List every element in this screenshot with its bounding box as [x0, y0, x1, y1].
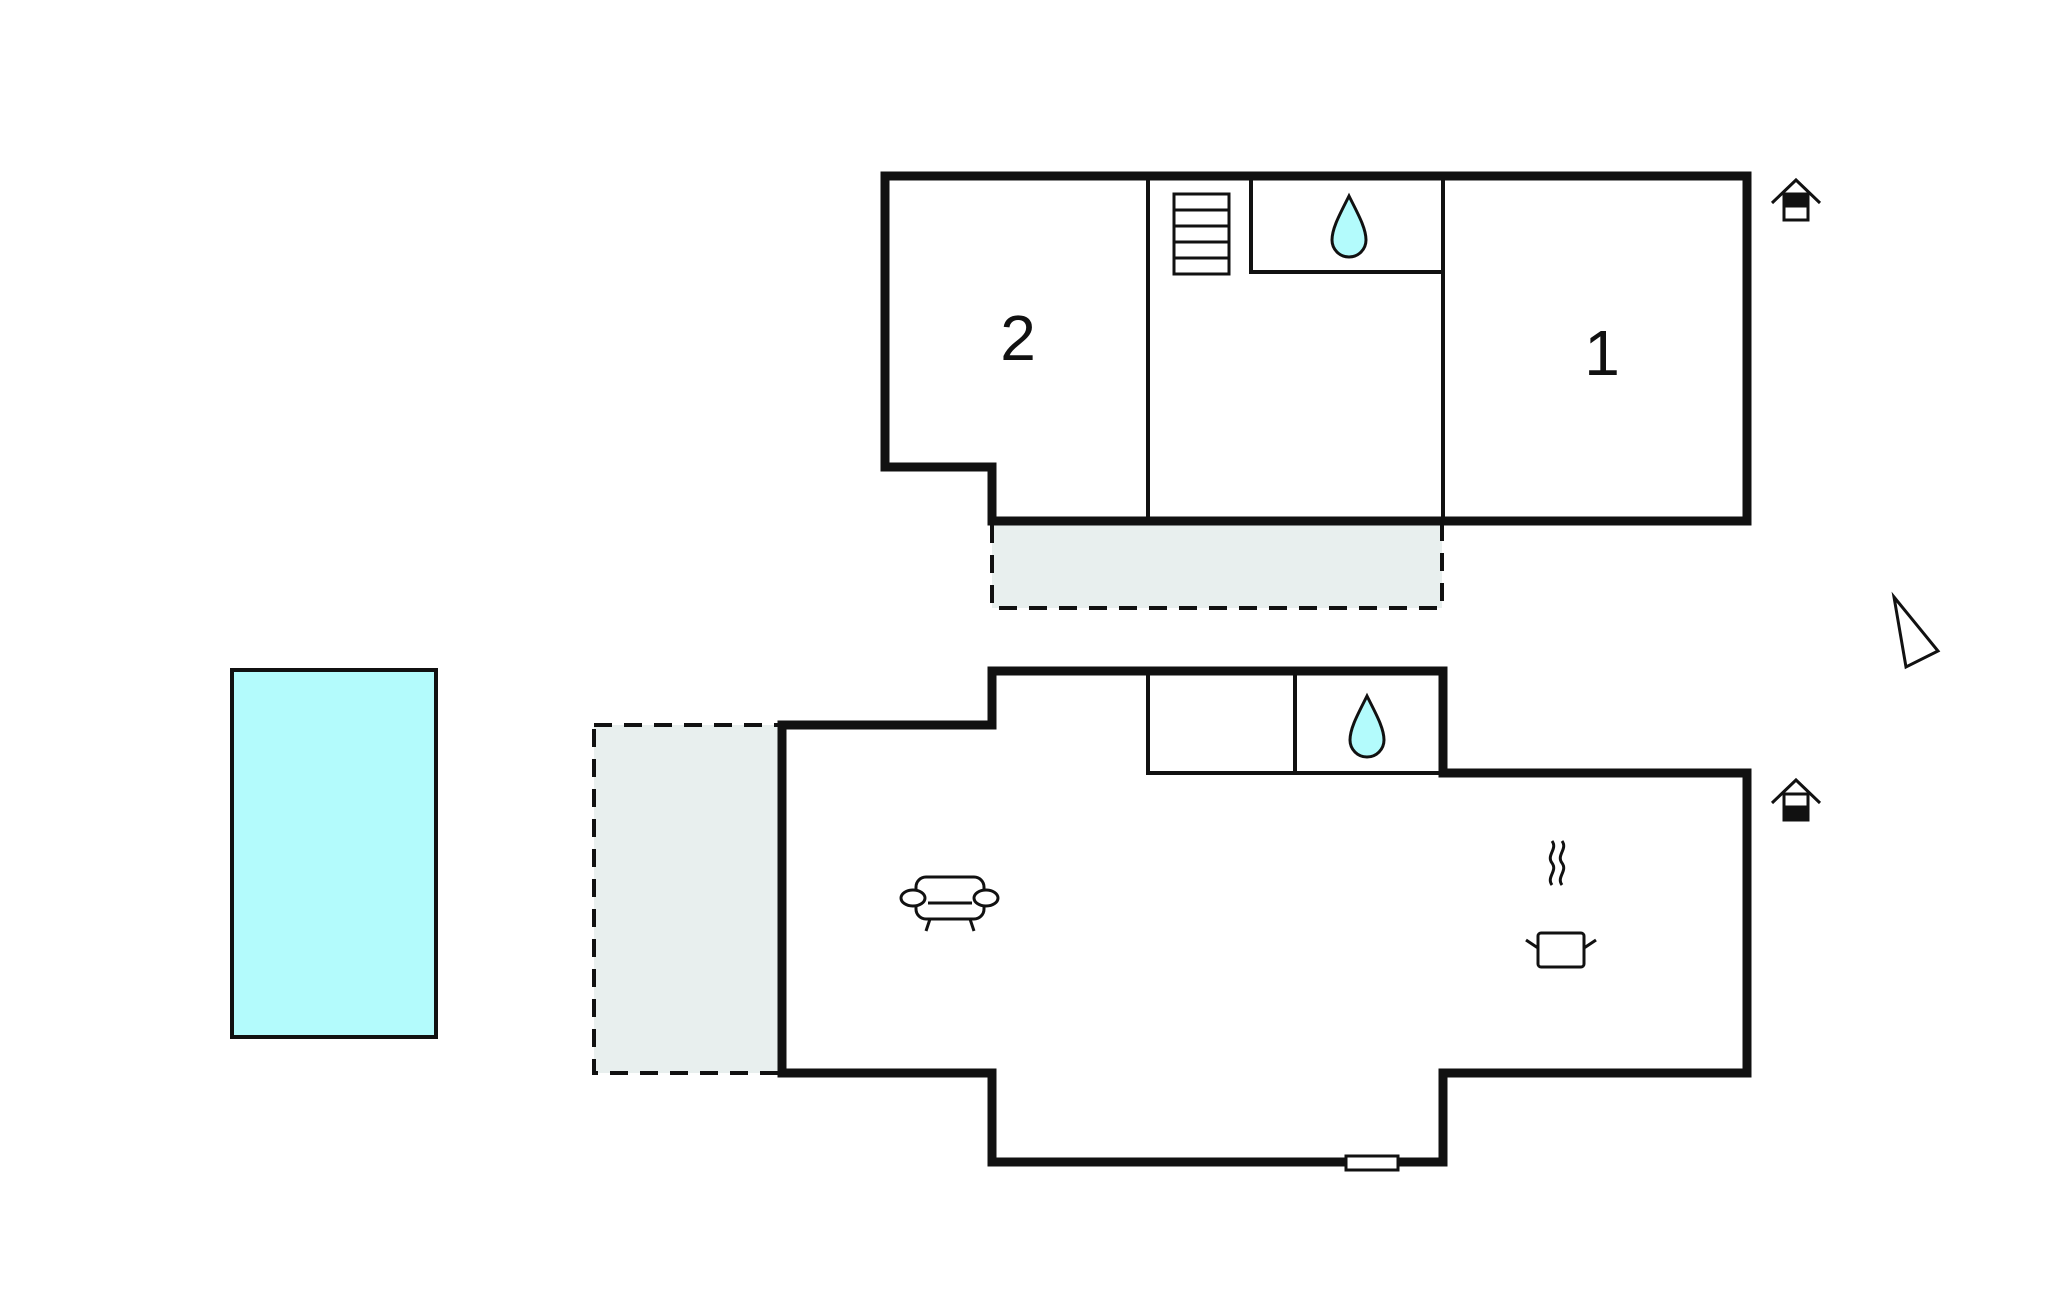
cooking-pot-icon [1525, 840, 1597, 969]
water-drop-icon [1348, 692, 1386, 759]
swimming-pool [230, 668, 438, 1039]
stairs-icon [1172, 192, 1231, 276]
house-level-icon [1770, 177, 1822, 222]
upper-floor: 2 1 [880, 171, 1822, 526]
ground-floor [777, 666, 1822, 1172]
sofa-icon [899, 875, 1000, 932]
terrace [592, 723, 784, 1075]
partition-wall [1146, 671, 1443, 775]
compass-arrow-icon [1891, 591, 1941, 670]
water-drop-icon [1330, 192, 1368, 259]
balcony [990, 521, 1444, 610]
entrance-door [1344, 1154, 1400, 1172]
room-label: 1 [1584, 317, 1620, 389]
bathroom-wall [1249, 176, 1443, 274]
upper-floor-outline [880, 171, 1752, 526]
house-level-icon [1770, 777, 1822, 822]
room-label: 2 [1000, 302, 1036, 374]
